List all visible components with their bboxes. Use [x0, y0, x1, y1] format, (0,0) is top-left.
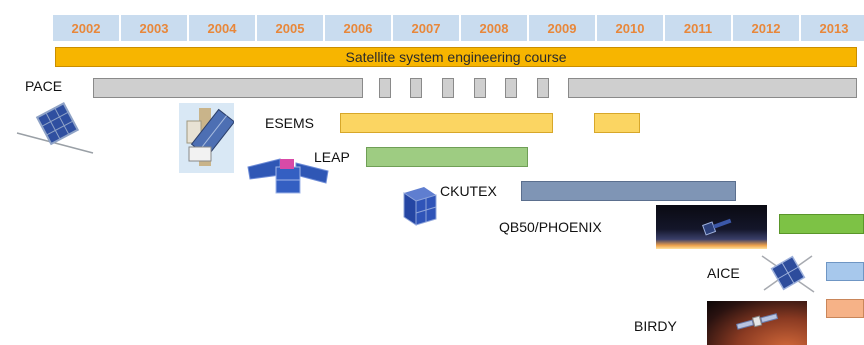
pace-label: PACE: [25, 78, 63, 94]
birdy-bar: [826, 299, 864, 318]
pace-bar-seg: [410, 78, 422, 98]
birdy-label: BIRDY: [634, 318, 677, 334]
course-bar: Satellite system engineering course: [55, 47, 857, 67]
pace-satellite-image: [16, 102, 94, 154]
year-2011: 2011: [665, 15, 731, 41]
leap-label: LEAP: [314, 149, 350, 165]
year-2012: 2012: [733, 15, 799, 41]
year-2007: 2007: [393, 15, 459, 41]
ckutex-satellite-image: [403, 187, 437, 226]
year-2010: 2010: [597, 15, 663, 41]
pace-bar-main: [93, 78, 363, 98]
qb50-label: QB50/PHOENIX: [499, 219, 602, 235]
ckutex-bar: [521, 181, 736, 201]
year-2009: 2009: [529, 15, 595, 41]
esems-bar-late: [594, 113, 640, 133]
year-2013: 2013: [801, 15, 864, 41]
year-2004: 2004: [189, 15, 255, 41]
leap-satellite-image: [247, 158, 329, 194]
aice-satellite-image: [761, 255, 815, 293]
year-2006: 2006: [325, 15, 391, 41]
pace-bar-seg: [474, 78, 486, 98]
year-2002: 2002: [53, 15, 119, 41]
pace-bar-seg: [379, 78, 391, 98]
esems-label: ESEMS: [265, 115, 315, 131]
ckutex-label: CKUTEX: [440, 183, 497, 199]
year-2005: 2005: [257, 15, 323, 41]
qb50-space-photo: [656, 205, 767, 249]
pace-bar-seg: [537, 78, 549, 98]
birdy-mars-photo: [707, 301, 807, 345]
esems-bar: [340, 113, 553, 133]
aice-label: AICE: [707, 265, 740, 281]
year-2003: 2003: [121, 15, 187, 41]
qb50-bar: [779, 214, 864, 234]
esems-photo: [179, 103, 234, 173]
pace-bar-seg: [442, 78, 454, 98]
pace-bar-late: [568, 78, 857, 98]
aice-bar: [826, 262, 864, 281]
year-2008: 2008: [461, 15, 527, 41]
leap-bar: [366, 147, 528, 167]
pace-bar-seg: [505, 78, 517, 98]
